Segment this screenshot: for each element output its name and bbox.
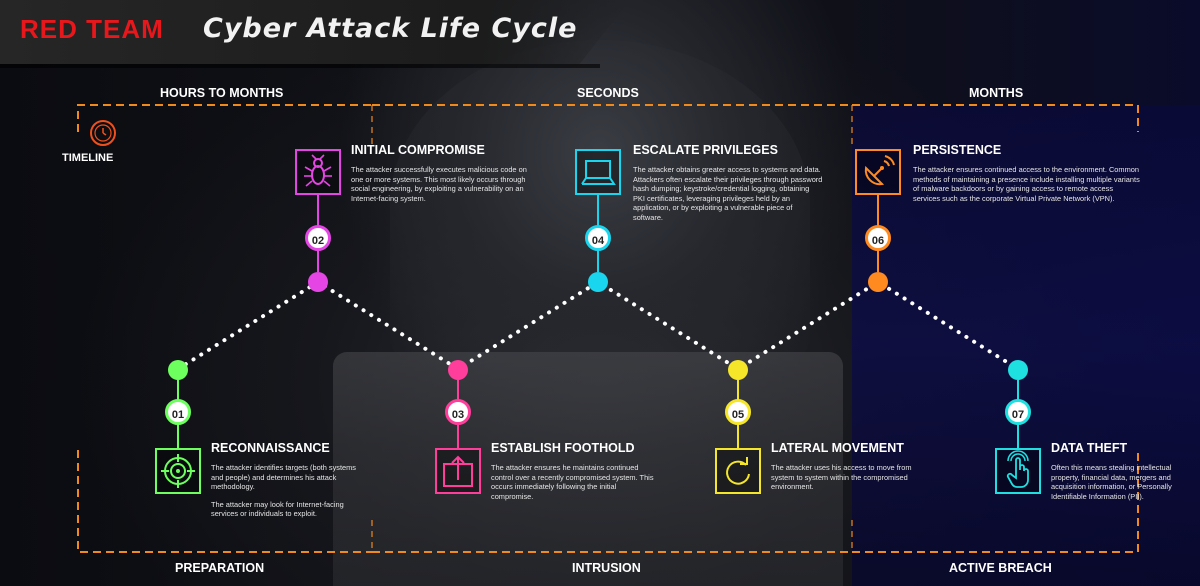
satellite-dish-icon — [864, 155, 895, 186]
step-06-icon-box — [855, 149, 901, 195]
frame-top-right — [852, 104, 1139, 132]
touch-hand-icon — [1006, 450, 1029, 488]
step-07-dot — [1008, 360, 1028, 380]
step-04-title: ESCALATE PRIVILEGES — [633, 143, 778, 157]
step-01-desc-p2: The attacker may look for Internet-facin… — [211, 499, 344, 519]
phase-seconds: SECONDS — [577, 86, 639, 100]
box-upload-icon — [443, 455, 473, 487]
step-03-icon-box — [435, 448, 481, 494]
phase-active-breach: ACTIVE BREACH — [949, 561, 1052, 575]
frame-bottom-left — [77, 450, 372, 553]
step-05-number: 05 — [725, 399, 751, 425]
frame-bottom-right — [852, 450, 1139, 553]
step-05-dot — [728, 360, 748, 380]
step-05-icon-box — [715, 448, 761, 494]
laptop-background — [333, 352, 843, 586]
step-02-title: INITIAL COMPROMISE — [351, 143, 485, 157]
clock-icon — [90, 120, 116, 146]
step-03-desc: The attacker ensures he maintains contin… — [491, 463, 654, 501]
phase-preparation: PREPARATION — [175, 561, 265, 575]
phase-intrusion: INTRUSION — [572, 561, 641, 575]
timeline-label: TIMELINE — [62, 152, 114, 164]
step-04-icon-box — [575, 149, 621, 195]
step-06-number: 06 — [865, 225, 891, 251]
step-01-title: RECONNAISSANCE — [211, 441, 330, 455]
laptop-icon — [581, 160, 616, 185]
step-01-number: 01 — [165, 399, 191, 425]
step-02-number: 02 — [305, 225, 331, 251]
brand-title: RED TEAM — [20, 14, 164, 44]
hooded-figure-background — [390, 40, 810, 370]
step-02-dot — [308, 272, 328, 292]
step-03-number: 03 — [445, 399, 471, 425]
step-04-number: 04 — [585, 225, 611, 251]
step-07-title: DATA THEFT — [1051, 441, 1128, 455]
step-02-icon-box — [295, 149, 341, 195]
step-04-dot — [588, 272, 608, 292]
page-title: Cyber Attack Life Cycle — [203, 13, 578, 44]
step-03-dot — [448, 360, 468, 380]
step-02-desc: The attacker successfully executes malic… — [351, 165, 527, 203]
header-bar — [0, 0, 630, 64]
step-03-title: ESTABLISH FOOTHOLD — [491, 441, 635, 455]
bug-icon — [304, 154, 332, 187]
step-06-dot — [868, 272, 888, 292]
phase-months: MONTHS — [969, 86, 1024, 100]
step-07-icon-box — [995, 448, 1041, 494]
active-breach-panel — [852, 105, 1200, 586]
step-04-desc: The attacker obtains greater access to s… — [633, 165, 823, 222]
step-01-desc-p1: The attacker identifies targets (both sy… — [211, 463, 357, 492]
header-shadow — [0, 64, 600, 68]
step-06-title: PERSISTENCE — [913, 143, 1002, 157]
step-01-icon-box — [155, 448, 201, 494]
step-07-desc: Often this means stealing intellectual p… — [1051, 463, 1172, 501]
step-01-desc: The attacker identifies targets (both sy… — [211, 463, 361, 527]
refresh-icon — [726, 457, 750, 485]
zigzag-path — [176, 279, 1020, 372]
frame-top-left — [77, 104, 372, 132]
step-01-dot — [168, 360, 188, 380]
step-05-desc: The attacker uses his access to move fro… — [771, 463, 912, 492]
step-05-title: LATERAL MOVEMENT — [771, 441, 904, 455]
step-06-desc: The attacker ensures continued access to… — [913, 165, 1140, 203]
target-icon — [161, 454, 195, 488]
step-07-number: 07 — [1005, 399, 1031, 425]
phase-hours-to-months: HOURS TO MONTHS — [160, 86, 284, 100]
